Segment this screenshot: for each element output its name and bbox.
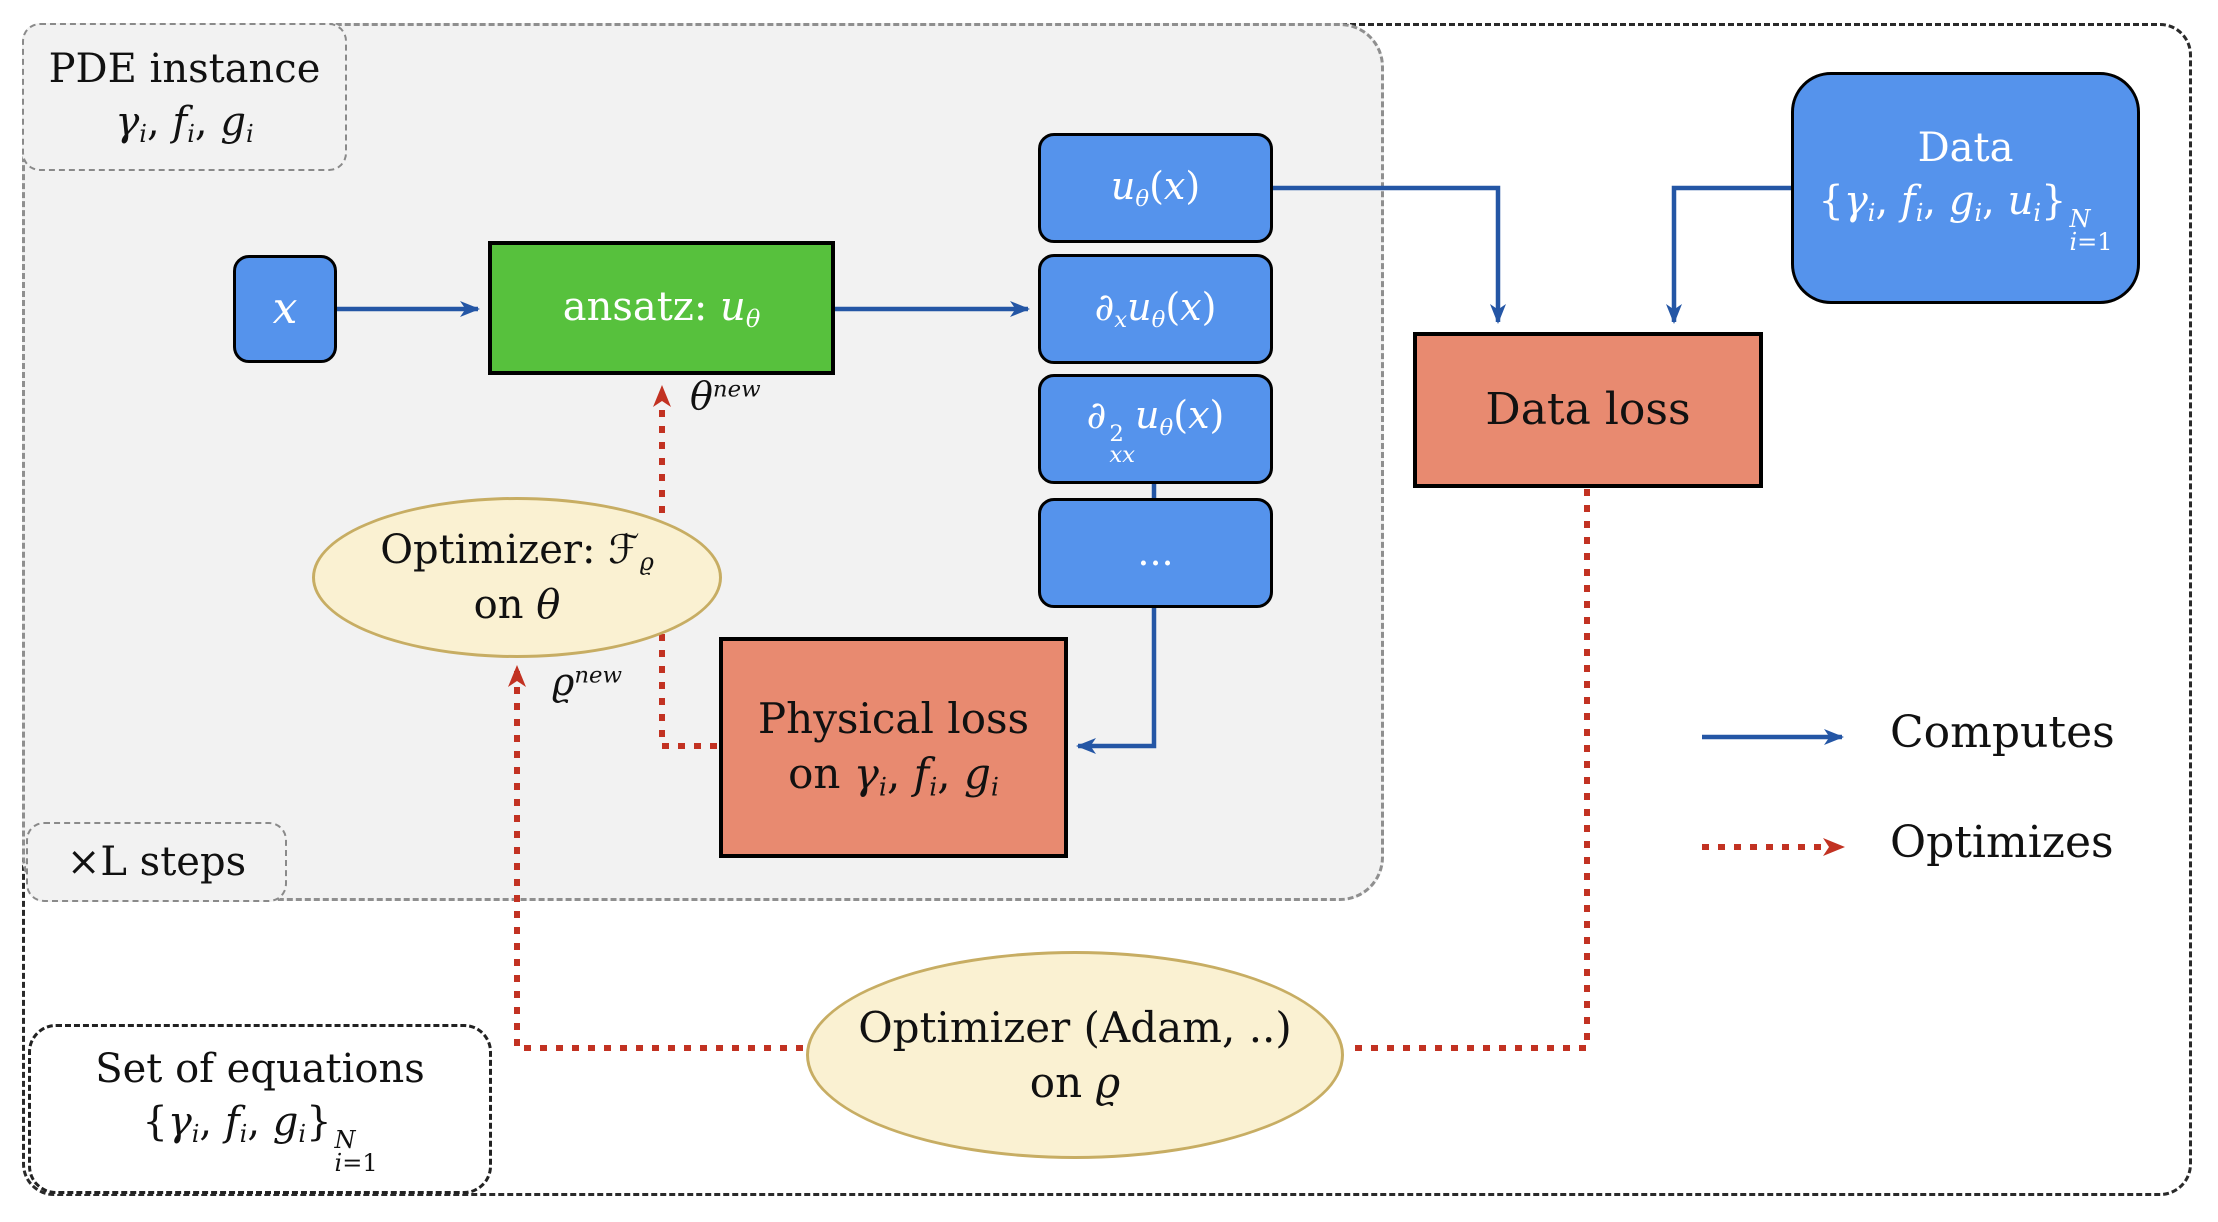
x-input-box: x xyxy=(233,255,337,363)
output-dx-label: ∂xuθ(x) xyxy=(1094,284,1217,333)
rho-new-label: ϱnew xyxy=(552,660,623,704)
legend-computes-label: Computes xyxy=(1890,707,2115,758)
output-utheta-box: uθ(x) xyxy=(1038,133,1273,243)
theta-new-label: θnew xyxy=(690,374,761,418)
ansatz-label: ansatz: uθ xyxy=(562,283,761,333)
physical-loss-math: on γi, fi, gi xyxy=(788,749,999,802)
output-ellipsis-box: ... xyxy=(1038,498,1273,608)
optimizer-theta-line2: on θ xyxy=(473,581,561,628)
l-steps-label: ×L steps xyxy=(66,838,247,885)
optimizer-rho-ellipse: Optimizer (Adam, ..) on ϱ xyxy=(806,951,1344,1159)
ansatz-box: ansatz: uθ xyxy=(488,241,835,375)
optimizer-theta-ellipse: Optimizer: ℱϱ on θ xyxy=(312,497,722,658)
x-input-label: x xyxy=(272,283,298,335)
set-of-equations-title: Set of equations xyxy=(95,1046,425,1093)
optimizer-rho-line2: on ϱ xyxy=(1029,1058,1121,1107)
physical-loss-title: Physical loss xyxy=(757,693,1030,743)
pde-instance-title: PDE instance xyxy=(48,46,321,93)
data-loss-label: Data loss xyxy=(1485,384,1691,436)
data-title: Data xyxy=(1917,125,2014,172)
l-steps-box: ×L steps xyxy=(26,822,287,902)
output-utheta-label: uθ(x) xyxy=(1110,163,1201,212)
pde-instance-math: γi, fi, gi xyxy=(115,98,254,149)
pde-instance-box: PDE instance γi, fi, gi xyxy=(22,23,347,171)
output-ellipsis-label: ... xyxy=(1137,530,1174,575)
physical-loss-box: Physical loss on γi, fi, gi xyxy=(719,637,1068,858)
data-loss-box: Data loss xyxy=(1413,332,1763,488)
optimizer-rho-line1: Optimizer (Adam, ..) xyxy=(858,1002,1292,1052)
optimizer-theta-line1: Optimizer: ℱϱ xyxy=(380,526,654,576)
legend-optimizes-label: Optimizes xyxy=(1890,817,2114,868)
output-dx-box: ∂xuθ(x) xyxy=(1038,254,1273,364)
